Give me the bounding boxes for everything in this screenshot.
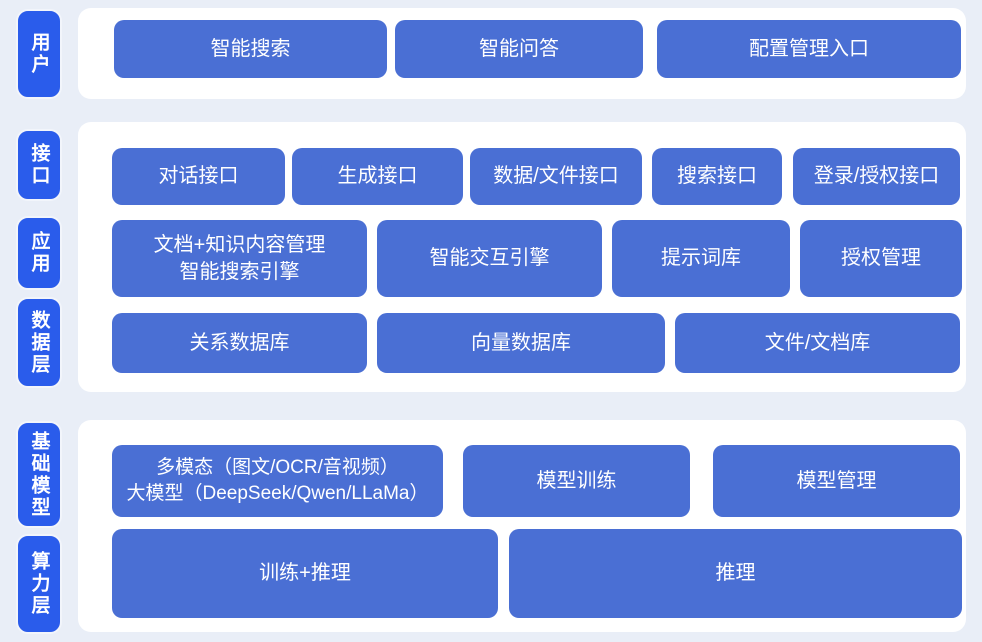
node-smart-qa: 智能问答 — [395, 20, 643, 78]
node-relational-db: 关系数据库 — [112, 313, 367, 373]
layer-label-compute-text: 算力层 — [28, 551, 50, 617]
layer-label-user: 用户 — [16, 9, 62, 99]
layer-label-application-text: 应用 — [28, 231, 50, 275]
layer-label-foundation-model-text: 基础模型 — [28, 430, 50, 519]
node-training-plus-inference: 训练+推理 — [112, 529, 498, 618]
layer-label-interface-text: 接口 — [28, 143, 50, 187]
layer-label-data: 数据层 — [16, 297, 62, 388]
node-generation-api: 生成接口 — [292, 148, 463, 205]
node-smart-search: 智能搜索 — [114, 20, 387, 78]
layer-label-foundation-model: 基础模型 — [16, 421, 62, 528]
node-vector-db: 向量数据库 — [377, 313, 665, 373]
node-file-doc-store: 文件/文档库 — [675, 313, 960, 373]
node-config-management-entry: 配置管理入口 — [657, 20, 961, 78]
node-data-file-api: 数据/文件接口 — [470, 148, 642, 205]
node-prompt-library: 提示词库 — [612, 220, 790, 297]
node-model-management: 模型管理 — [713, 445, 960, 517]
node-model-training: 模型训练 — [463, 445, 690, 517]
node-dialog-api: 对话接口 — [112, 148, 285, 205]
layer-label-interface: 接口 — [16, 129, 62, 201]
node-login-auth-api: 登录/授权接口 — [793, 148, 960, 205]
node-inference: 推理 — [509, 529, 962, 618]
node-multimodal-llm: 多模态（图文/OCR/音视频） 大模型（DeepSeek/Qwen/LLaMa） — [112, 445, 443, 517]
layer-label-data-text: 数据层 — [28, 309, 50, 376]
node-doc-knowledge-search-engine: 文档+知识内容管理 智能搜索引擎 — [112, 220, 367, 297]
layer-label-user-text: 用户 — [28, 32, 50, 76]
layer-label-compute: 算力层 — [16, 534, 62, 634]
node-auth-management: 授权管理 — [800, 220, 962, 297]
node-interactive-engine: 智能交互引擎 — [377, 220, 602, 297]
layer-label-application: 应用 — [16, 216, 62, 290]
node-search-api: 搜索接口 — [652, 148, 782, 205]
